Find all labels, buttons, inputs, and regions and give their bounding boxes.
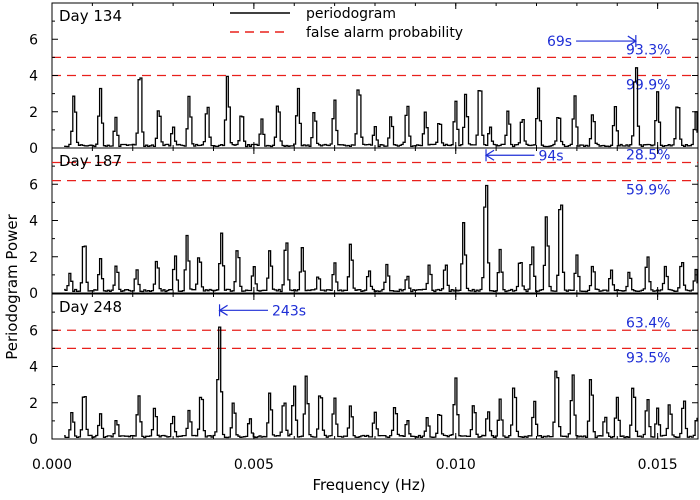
y-tick-label: 6 — [29, 323, 38, 339]
panel-3: 63.4% 93.5% 0 2 4 6 Day 248 243s — [29, 293, 699, 448]
legend: periodogram false alarm probability — [230, 6, 463, 41]
x-tick-label: 0.010 — [436, 457, 476, 473]
threshold-label: 59.9% — [626, 183, 670, 199]
x-tick-label: 0.000 — [32, 457, 72, 473]
threshold-label: 93.5% — [626, 350, 670, 366]
panel-2: 28.5% 59.9% 0 2 4 6 Day 187 94s — [29, 147, 699, 302]
x-tick-label: 0.015 — [638, 457, 678, 473]
peak-period-label: 243s — [272, 303, 306, 319]
legend-label: false alarm probability — [306, 25, 463, 41]
threshold-label: 93.3% — [626, 42, 670, 58]
y-tick-label: 2 — [29, 105, 38, 121]
periodogram-series — [64, 326, 698, 439]
peak-period-label: 69s — [547, 34, 572, 50]
y-tick-label: 0 — [29, 141, 38, 157]
y-tick-label: 6 — [29, 32, 38, 48]
peak-annotation: 94s — [484, 148, 564, 164]
legend-label: periodogram — [306, 6, 396, 22]
panel-frame — [51, 293, 699, 440]
x-axis-label: Frequency (Hz) — [312, 476, 425, 494]
threshold-label: 99.9% — [626, 78, 670, 94]
panel-label: Day 248 — [59, 298, 122, 316]
panel-frame — [51, 147, 699, 294]
y-tick-label: 2 — [29, 396, 38, 412]
y-tick-label: 0 — [29, 432, 38, 448]
y-tick-label: 4 — [29, 360, 38, 376]
peak-annotation: 243s — [218, 303, 306, 319]
y-tick-label: 0 — [29, 286, 38, 302]
threshold-label: 63.4% — [626, 315, 670, 331]
y-tick-label: 4 — [29, 214, 38, 230]
peak-annotation: 69s — [547, 34, 637, 50]
panel-label: Day 134 — [59, 7, 122, 25]
periodogram-series — [64, 67, 698, 148]
y-tick-label: 6 — [29, 177, 38, 193]
peak-period-label: 94s — [538, 148, 563, 164]
x-tick-label: 0.005 — [234, 457, 274, 473]
x-axis: 0.000 0.005 0.010 0.015 — [32, 457, 678, 473]
periodogram-series — [64, 184, 698, 293]
y-axis-label: Periodogram Power — [3, 213, 21, 359]
panel-label: Day 187 — [59, 152, 122, 170]
y-tick-label: 2 — [29, 250, 38, 266]
y-tick-label: 4 — [29, 69, 38, 85]
threshold-label: 28.5% — [626, 148, 670, 164]
